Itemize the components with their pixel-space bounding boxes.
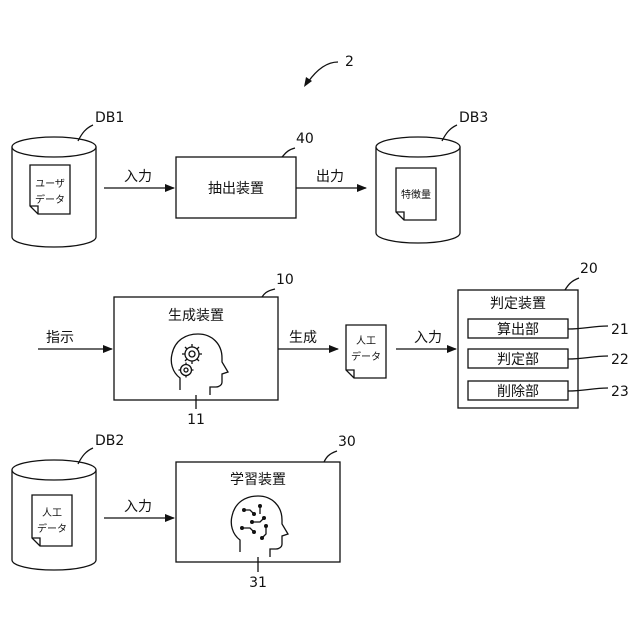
db1-label: DB1 [95, 110, 124, 126]
learner-name: 学習装置 [230, 472, 286, 488]
db3-label: DB3 [459, 110, 488, 126]
extractor-ref: 40 [296, 131, 314, 147]
generator-output-label: 生成 [289, 330, 317, 346]
db1-doc-line1: ユーザ [35, 178, 65, 190]
extractor-output-label: 出力 [316, 169, 344, 185]
artificial-data-document-icon: 人工 データ [346, 325, 386, 378]
judge-input-label: 入力 [414, 330, 442, 346]
db2-cylinder: 人工 データ [12, 460, 96, 570]
learner-input-label: 入力 [124, 499, 152, 515]
artificial-doc-line2: データ [351, 350, 381, 363]
figure-number-text: 2 [345, 54, 354, 70]
learner-ref: 30 [338, 434, 356, 450]
learner-icon-ref: 31 [249, 575, 267, 591]
db3-cylinder: 特徴量 [376, 137, 460, 243]
extractor-ref-leader [282, 148, 295, 157]
judge-unit-ref: 22 [611, 352, 629, 368]
generator-ref-leader [262, 289, 275, 297]
extractor-input-label: 入力 [124, 169, 152, 185]
figure-pointer-arrow [308, 62, 338, 82]
calc-unit-name: 算出部 [497, 322, 539, 338]
extractor-name: 抽出装置 [208, 181, 264, 197]
generator-icon-ref: 11 [187, 412, 205, 428]
learner-ref-leader [324, 451, 337, 462]
judge-ref: 20 [580, 261, 598, 277]
db3-doc-text: 特徴量 [401, 188, 431, 201]
judge-ref-leader [565, 278, 579, 290]
generator-instruction-label: 指示 [46, 330, 74, 346]
db2-label: DB2 [95, 433, 124, 449]
delete-unit-name: 削除部 [497, 384, 539, 400]
db2-doc-line1: 人工 [42, 507, 62, 519]
judge-name: 判定装置 [490, 296, 546, 312]
db2-doc-line2: データ [37, 522, 67, 535]
calc-unit-ref: 21 [611, 322, 629, 338]
figure-number: 2 [304, 54, 354, 87]
db1-cylinder: ユーザ データ [12, 137, 96, 247]
judge-unit-name: 判定部 [497, 352, 539, 368]
delete-unit-ref: 23 [611, 384, 629, 400]
generator-name: 生成装置 [168, 308, 224, 324]
db1-doc-line2: データ [35, 193, 65, 206]
generator-ref: 10 [276, 272, 294, 288]
artificial-doc-line1: 人工 [356, 335, 376, 347]
